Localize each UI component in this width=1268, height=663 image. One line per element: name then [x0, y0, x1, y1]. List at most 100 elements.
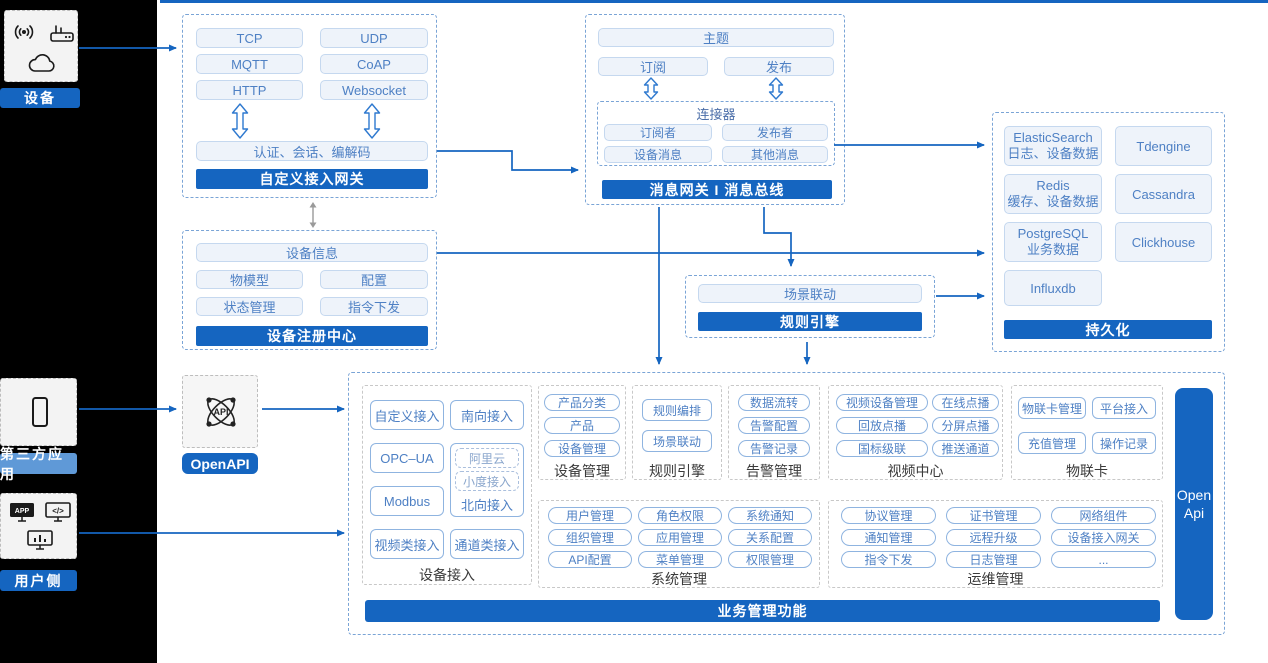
node-api-config: API配置 [548, 551, 632, 568]
section-iot-card-label: 物联卡 [1066, 463, 1108, 479]
node-role-permission: 角色权限 [638, 507, 722, 524]
broadcast-icon [14, 25, 34, 39]
publisher-node: 发布者 [722, 124, 828, 141]
section-system-mgmt [538, 500, 820, 588]
access-channel: 通道类接入 [450, 529, 524, 559]
svg-text:API: API [213, 407, 228, 417]
section-alarm-label: 告警管理 [746, 463, 802, 479]
command-send-node: 指令下发 [320, 297, 428, 316]
node-recharge-mgmt: 充值管理 [1018, 432, 1086, 454]
node-alarm-record: 告警记录 [738, 440, 810, 457]
node-product: 产品 [544, 417, 620, 434]
node-online-play: 在线点播 [932, 394, 999, 411]
section-ops-mgmt [828, 500, 1163, 588]
section-iot-card [1011, 385, 1163, 480]
subscribe-node: 订阅 [598, 57, 708, 76]
custom-gateway-panel [182, 14, 437, 198]
rule-engine-title-bar: 规则引擎 [698, 312, 922, 331]
db-clickhouse: Clickhouse [1115, 222, 1212, 262]
section-ops-mgmt-label: 运维管理 [967, 571, 1024, 587]
connector-panel [597, 101, 835, 166]
rule-engine-panel [685, 275, 935, 338]
node-protocol-mgmt: 协议管理 [841, 507, 936, 524]
node-cert-mgmt: 证书管理 [946, 507, 1041, 524]
scene-linkage-node: 场景联动 [698, 284, 922, 303]
protocol-mqtt: MQTT [196, 54, 303, 74]
device-registry-title-bar: 设备注册中心 [196, 326, 428, 346]
access-xiaodu: 小度接入 [455, 471, 519, 491]
access-custom: 自定义接入 [370, 400, 444, 430]
section-rule-engine-label: 规则引擎 [649, 463, 705, 479]
api-atom-icon: API [206, 397, 236, 427]
cloud-icon [28, 54, 55, 72]
protocol-tcp: TCP [196, 28, 303, 48]
node-device-mgmt: 设备管理 [544, 440, 620, 457]
smartphone-icon [32, 397, 48, 427]
business-panel [348, 372, 1225, 635]
node-menu-mgmt: 菜单管理 [638, 551, 722, 568]
user-side-icon-box: APP </> [0, 493, 77, 559]
node-user-mgmt: 用户管理 [548, 507, 632, 524]
section-device-access-label: 设备接入 [419, 567, 475, 583]
status-mgmt-node: 状态管理 [196, 297, 303, 316]
db-cassandra: Cassandra [1115, 174, 1212, 214]
access-aliyun: 阿里云 [455, 448, 519, 468]
app-monitor-icon: APP [10, 503, 34, 522]
node-gb-cascade: 国标级联 [836, 440, 928, 457]
section-device-access [362, 385, 532, 585]
node-relation-config: 关系配置 [728, 529, 812, 546]
node-rule-orchestration: 规则编排 [642, 399, 712, 421]
svg-text:APP: APP [15, 508, 30, 515]
section-device-mgmt-label: 设备管理 [554, 463, 610, 479]
access-northbound-group: 阿里云 小度接入 北向接入 [450, 443, 524, 517]
section-system-mgmt-label: 系统管理 [651, 571, 707, 587]
node-scene-linkage: 场景联动 [642, 430, 712, 452]
router-icon [50, 25, 74, 42]
section-video-center-label: 视频中心 [887, 463, 944, 479]
other-message-node: 其他消息 [722, 146, 828, 163]
node-org-mgmt: 组织管理 [548, 529, 632, 546]
access-video: 视频类接入 [370, 529, 444, 559]
protocol-udp: UDP [320, 28, 428, 48]
openapi-label: OpenAPI [182, 453, 258, 474]
device-icon-box [4, 10, 78, 82]
node-remote-upgrade: 远程升级 [946, 529, 1041, 546]
message-gateway-title-bar: 消息网关 I 消息总线 [602, 180, 832, 199]
node-data-flow: 数据流转 [738, 394, 810, 411]
section-alarm [728, 385, 820, 480]
section-rule-engine [632, 385, 722, 480]
section-video-center [828, 385, 1003, 480]
auth-session-codec: 认证、会话、编解码 [196, 141, 428, 161]
node-platform-access: 平台接入 [1092, 397, 1156, 419]
svg-text:</>: </> [52, 507, 64, 516]
open-api-vertical-bar: Open Api [1175, 388, 1213, 620]
node-permission-mgmt: 权限管理 [728, 551, 812, 568]
protocol-websocket: Websocket [320, 80, 428, 100]
node-device-access-gateway: 设备接入网关 [1051, 529, 1156, 546]
user-side-label: 用户侧 [0, 570, 77, 591]
node-command-send: 指令下发 [841, 551, 936, 568]
openapi-icon-box: API [182, 375, 258, 448]
access-northbound-label: 北向接入 [460, 498, 513, 513]
node-network-component: 网络组件 [1051, 507, 1156, 524]
node-push-channel: 推送通道 [932, 440, 999, 457]
persistence-panel [992, 112, 1225, 352]
chart-monitor-icon [27, 530, 53, 550]
topic-node: 主题 [598, 28, 834, 47]
node-iot-card-mgmt: 物联卡管理 [1018, 397, 1086, 419]
node-system-notice: 系统通知 [728, 507, 812, 524]
publish-node: 发布 [724, 57, 834, 76]
node-more: ... [1051, 551, 1156, 568]
node-notice-mgmt: 通知管理 [841, 529, 936, 546]
top-accent-line [160, 0, 1268, 3]
section-device-mgmt [538, 385, 626, 480]
persistence-title-bar: 持久化 [1004, 320, 1212, 339]
node-operation-record: 操作记录 [1092, 432, 1156, 454]
protocol-coap: CoAP [320, 54, 428, 74]
protocol-http: HTTP [196, 80, 303, 100]
node-product-category: 产品分类 [544, 394, 620, 411]
node-split-screen: 分屏点播 [932, 417, 999, 434]
third-party-icon-box [0, 378, 77, 446]
